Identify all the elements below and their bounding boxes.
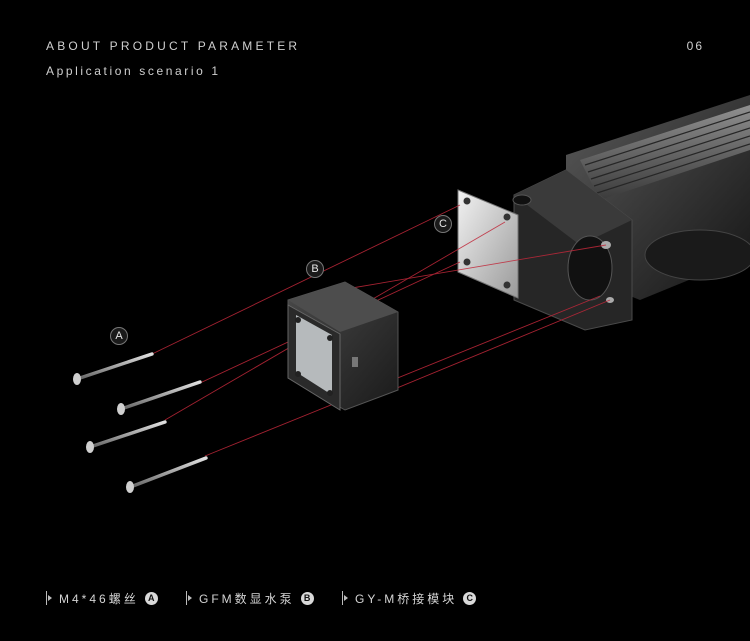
callout-c: C — [434, 215, 452, 233]
legend-marker-icon — [46, 591, 53, 605]
legend-badge: C — [463, 591, 477, 605]
legend-marker-icon — [186, 591, 193, 605]
page-title: ABOUT PRODUCT PARAMETER — [46, 39, 301, 53]
legend-badge: A — [144, 591, 158, 605]
legend-item-screw: M4*46螺丝 A — [46, 588, 158, 608]
legend-label: M4*46螺丝 — [59, 591, 139, 606]
pump-body — [287, 281, 399, 411]
screw-1 — [73, 352, 154, 385]
screw-4 — [126, 456, 208, 493]
page-subtitle: Application scenario 1 — [46, 64, 221, 78]
screw-2 — [117, 380, 202, 415]
screws — [73, 352, 208, 493]
manifold-block — [512, 169, 633, 331]
screw-3 — [86, 420, 167, 453]
callout-a: A — [110, 327, 128, 345]
legend-badge: B — [300, 591, 314, 605]
parts-legend: M4*46螺丝 A GFM数显水泵 B GY-M桥接模块 C — [0, 588, 750, 608]
legend-label: GFM数显水泵 — [199, 591, 295, 606]
callout-b: B — [306, 260, 324, 278]
legend-item-bridge: GY-M桥接模块 C — [342, 588, 477, 608]
legend-label: GY-M桥接模块 — [355, 591, 458, 606]
legend-item-pump: GFM数显水泵 B — [186, 588, 314, 608]
bridge-module-plate — [457, 189, 519, 299]
legend-marker-icon — [342, 591, 349, 605]
page-number: 06 — [686, 39, 704, 53]
